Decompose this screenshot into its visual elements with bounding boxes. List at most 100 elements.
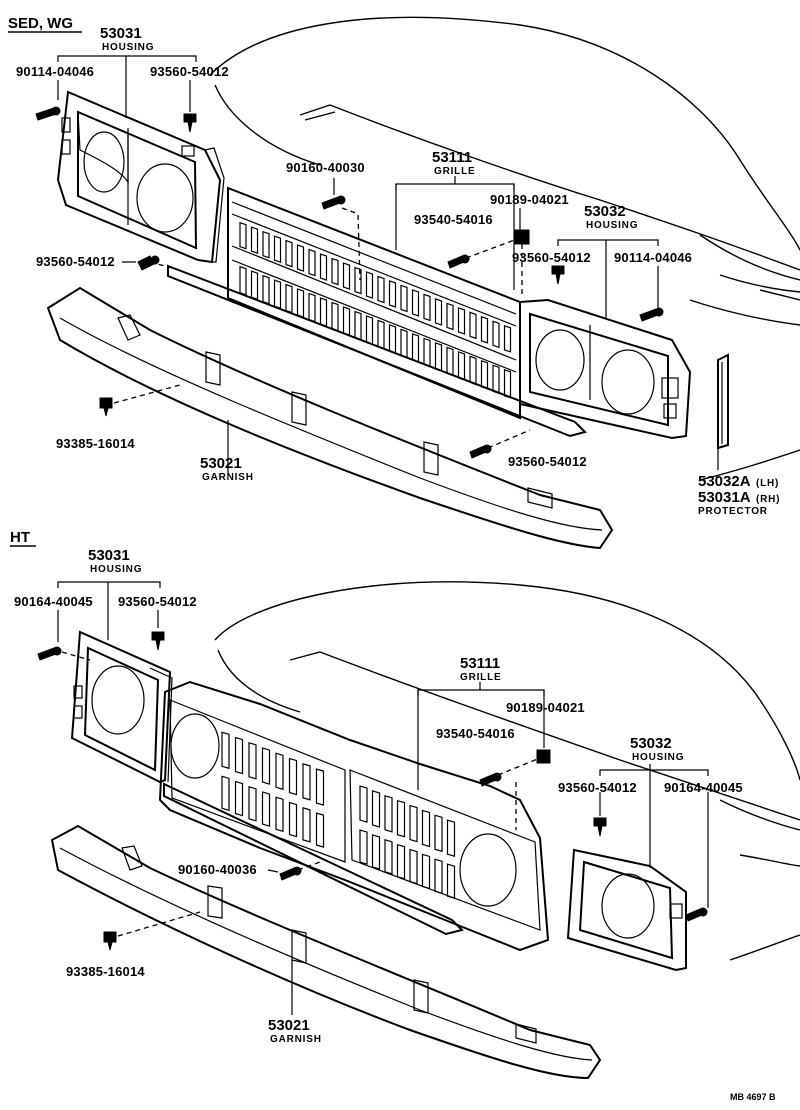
grille-fin	[503, 325, 512, 353]
label-housing-rh-name-b: HOUSING	[632, 752, 684, 763]
label-housing-rh-num: 53032	[584, 203, 626, 220]
grille-fin	[396, 799, 406, 838]
screw-90164-40045-lh	[37, 646, 62, 661]
grille-fin	[250, 270, 259, 300]
grille-fin	[315, 768, 325, 806]
leaders-bottom	[57, 581, 709, 1015]
nut-90189-04021-b	[536, 749, 551, 764]
grille-fin	[288, 757, 298, 796]
grille-fin	[457, 307, 466, 335]
grille-fin	[480, 316, 489, 344]
label-clip-lh: 93560-54012	[150, 64, 229, 79]
car-body-outline-top	[209, 16, 800, 481]
grille-fin	[261, 747, 271, 785]
grille-fin	[434, 814, 443, 853]
grille-fin	[234, 780, 244, 817]
bolt-93540-54016-b	[479, 772, 502, 787]
label-bolt-garnish-b: 93385-16014	[66, 964, 145, 979]
grille-fin	[342, 262, 351, 290]
label-garnish-name: GARNISH	[202, 472, 254, 483]
grille-fin	[262, 274, 270, 305]
labels-bottom: HT 53031 HOUSING 90164-40045 93560-54012…	[10, 529, 776, 1102]
housing-lh-top	[56, 90, 225, 264]
grille-fin	[302, 807, 311, 843]
label-clip-rh: 93560-54012	[512, 250, 591, 265]
grille-fin	[384, 795, 393, 833]
grille-fin	[377, 275, 385, 304]
grille-fin	[354, 310, 362, 341]
section-sed-wg: SED, WG 53031 HOUSING 90114-04046 93560-…	[8, 15, 800, 550]
grille-fin	[371, 834, 381, 870]
grille-fin	[400, 284, 408, 313]
grille-fin	[469, 311, 477, 340]
grille-fin	[446, 346, 454, 377]
section-ht: HT 53031 HOUSING 90164-40045 93560-54012…	[10, 529, 800, 1102]
grille-fin	[469, 355, 477, 386]
label-housing-lh-num: 53031	[100, 25, 142, 42]
nut-90189-04021	[514, 229, 530, 245]
grille-fin	[331, 301, 339, 332]
grille-fin	[384, 839, 393, 875]
label-clip-bottom: 93560-54012	[508, 454, 587, 469]
label-grille-num: 53111	[432, 149, 472, 166]
grille-fin	[319, 297, 328, 327]
grille-fin	[221, 731, 230, 770]
grille-fin	[331, 257, 339, 286]
garnish-top	[46, 286, 614, 550]
label-screw-lh-b: 90164-40045	[14, 594, 93, 609]
bolt-93385-16014-b	[103, 931, 117, 951]
grille-fin	[365, 271, 374, 299]
screw-90164-40045-rh	[685, 907, 708, 922]
grille-fin	[308, 248, 316, 277]
grille-fin	[492, 364, 500, 395]
grille-fin	[234, 736, 244, 775]
label-protector-name: PROTECTOR	[698, 506, 768, 517]
housing-rh-top	[519, 298, 692, 440]
grille-fin	[400, 328, 408, 359]
grille-fin	[388, 280, 397, 308]
grille-fin	[359, 785, 368, 823]
grille-fin	[308, 292, 316, 323]
housing-rh-bottom	[566, 848, 687, 972]
bolt-93540-54016	[447, 254, 470, 269]
label-screw-lh: 90114-04046	[16, 64, 94, 79]
label-housing-lh-name: HOUSING	[102, 42, 154, 53]
section-title-sed-wg: SED, WG	[8, 15, 73, 32]
label-protector-rh-side: (RH)	[756, 494, 780, 505]
grille-fin	[288, 801, 298, 838]
label-housing-lh-num-b: 53031	[88, 547, 130, 564]
grille-fin	[423, 337, 431, 368]
label-protector-lh-side: (LH)	[756, 478, 779, 489]
label-garnish-num-b: 53021	[268, 1017, 310, 1034]
grille-fin	[446, 863, 456, 900]
grille-fin	[275, 796, 284, 833]
grille-fin	[434, 342, 443, 372]
grille-fin	[342, 306, 351, 336]
label-grille-name-b: GRILLE	[460, 672, 501, 683]
grille-fin	[377, 319, 385, 350]
leaders-top	[57, 55, 719, 475]
garnish-bottom	[50, 824, 602, 1080]
label-nut: 90189-04021	[490, 192, 569, 207]
grille-fin	[315, 812, 325, 848]
grille-fin	[446, 819, 456, 858]
protector-top	[717, 353, 729, 450]
label-screw-grille: 90160-40030	[286, 160, 365, 175]
label-protector-rh: 53031A	[698, 489, 751, 506]
fasteners-top	[35, 106, 664, 459]
grille-fin	[359, 829, 368, 865]
grille-fin	[302, 763, 311, 801]
grille-top	[167, 186, 587, 438]
label-screw-grille-b: 90160-40036	[178, 862, 257, 877]
clip-93560-54012-lh	[183, 113, 197, 133]
grille-fin	[354, 266, 362, 295]
car-body-outline-bottom	[214, 581, 800, 961]
label-clip-lh-b: 93560-54012	[118, 594, 197, 609]
labels-top: SED, WG 53031 HOUSING 90114-04046 93560-…	[8, 15, 780, 517]
clip-93560-54012-side	[137, 255, 160, 271]
label-garnish-num: 53021	[200, 455, 242, 472]
grille-fin	[457, 351, 466, 381]
grille-fin	[411, 333, 420, 363]
clip-93560-54012-bottom	[469, 444, 492, 459]
